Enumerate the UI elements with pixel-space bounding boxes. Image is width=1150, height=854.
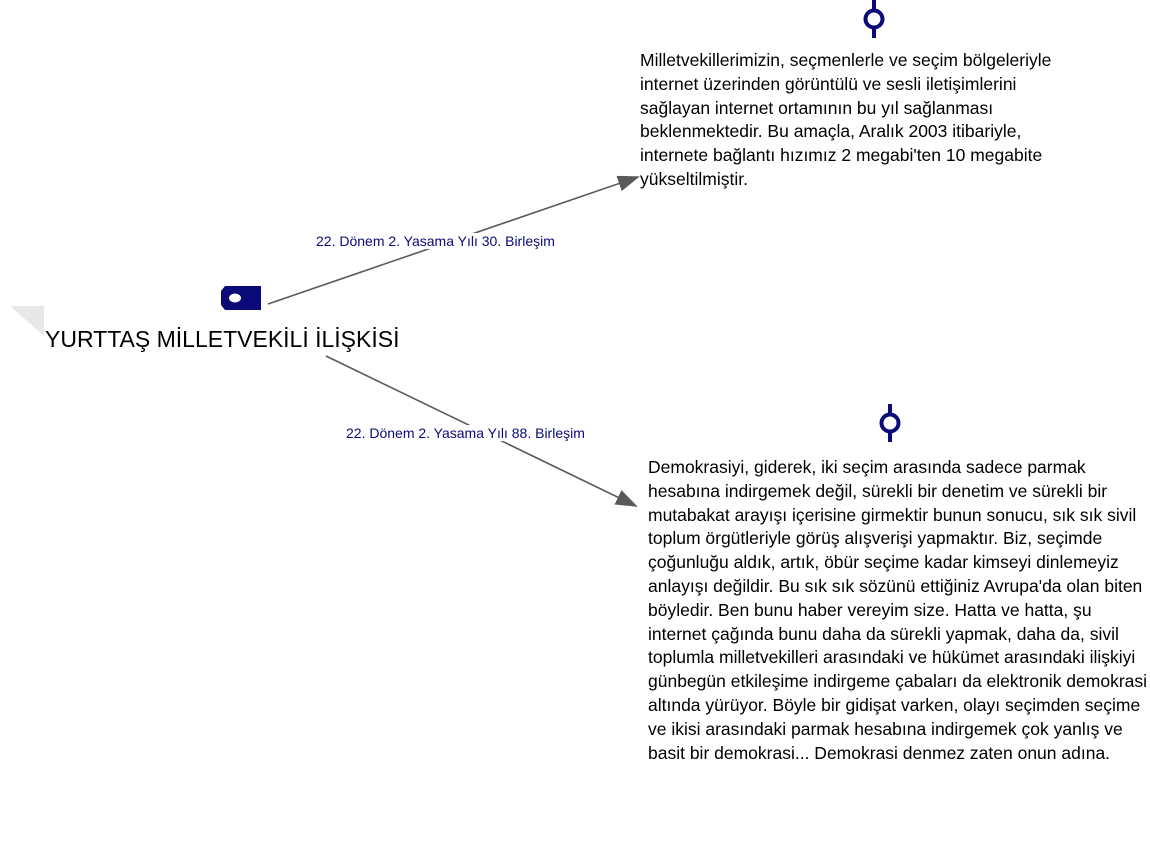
pin-icon[interactable] [861,0,887,38]
root-node-title[interactable]: YURTTAŞ MİLLETVEKİLİ İLİŞKİSİ [45,326,400,352]
quote-text-2: Demokrasiyi, giderek, iki seçim arasında… [648,457,1148,763]
corner-fold-icon [10,306,44,336]
pin-icon[interactable] [877,404,903,442]
quote-text-1: Milletvekillerimizin, seçmenlerle ve seç… [640,50,1052,189]
tag-icon[interactable] [221,286,261,310]
connector-label-1[interactable]: 22. Dönem 2. Yasama Yılı 30. Birleşim [315,233,556,249]
connector-label-2[interactable]: 22. Dönem 2. Yasama Yılı 88. Birleşim [345,425,586,441]
